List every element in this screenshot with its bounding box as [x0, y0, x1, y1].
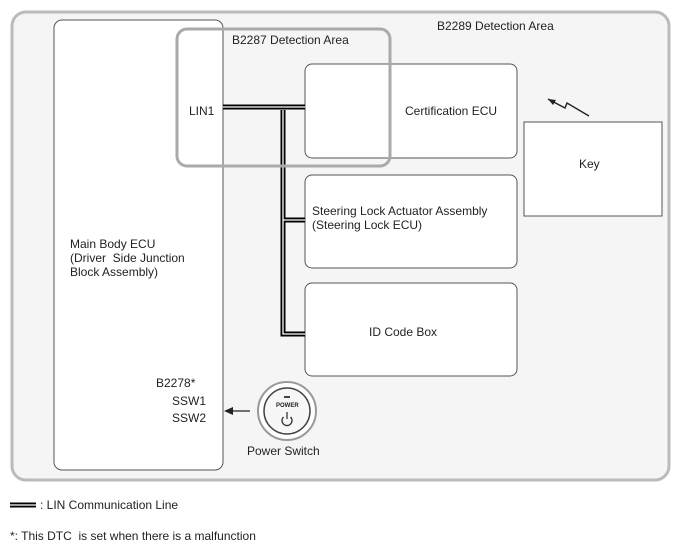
- power-switch-label: Power Switch: [247, 444, 320, 458]
- b2287-detection-area: [175, 27, 392, 168]
- power-switch-arrow: [224, 407, 250, 415]
- steering-lock-line2: (Steering Lock ECU): [312, 218, 423, 232]
- lin-bus-lines: [223, 104, 305, 337]
- main-body-ecu-line2: (Driver Side Junction: [70, 251, 185, 265]
- power-button-text: POWER: [276, 403, 299, 409]
- main-body-ecu-box: [53, 19, 224, 471]
- dtc-b2278-label: B2278*: [156, 376, 196, 390]
- ssw1-label: SSW1: [172, 394, 207, 408]
- certification-ecu-box: [304, 63, 518, 159]
- certification-ecu-label: Certification ECU: [405, 104, 498, 118]
- legend-lin-label: : LIN Communication Line: [40, 498, 179, 512]
- wireless-signal-icon: [547, 98, 590, 117]
- lin1-port-label: LIN1: [189, 104, 215, 118]
- main-body-ecu-line3: Block Assembly): [70, 265, 159, 279]
- footnote-text: *: This DTC is set when there is a malfu…: [10, 529, 256, 543]
- main-body-ecu-title: Main Body ECU: [70, 237, 156, 251]
- key-box: [523, 121, 663, 217]
- ssw2-label: SSW2: [172, 411, 207, 425]
- b2289-area-label: B2289 Detection Area: [437, 19, 554, 33]
- steering-lock-line1: Steering Lock Actuator Assembly: [312, 204, 488, 218]
- power-switch-icon: [257, 381, 317, 441]
- key-label: Key: [579, 157, 600, 171]
- id-code-box-label: ID Code Box: [369, 325, 438, 339]
- b2287-area-label: B2287 Detection Area: [232, 33, 349, 47]
- id-code-box: [304, 282, 518, 377]
